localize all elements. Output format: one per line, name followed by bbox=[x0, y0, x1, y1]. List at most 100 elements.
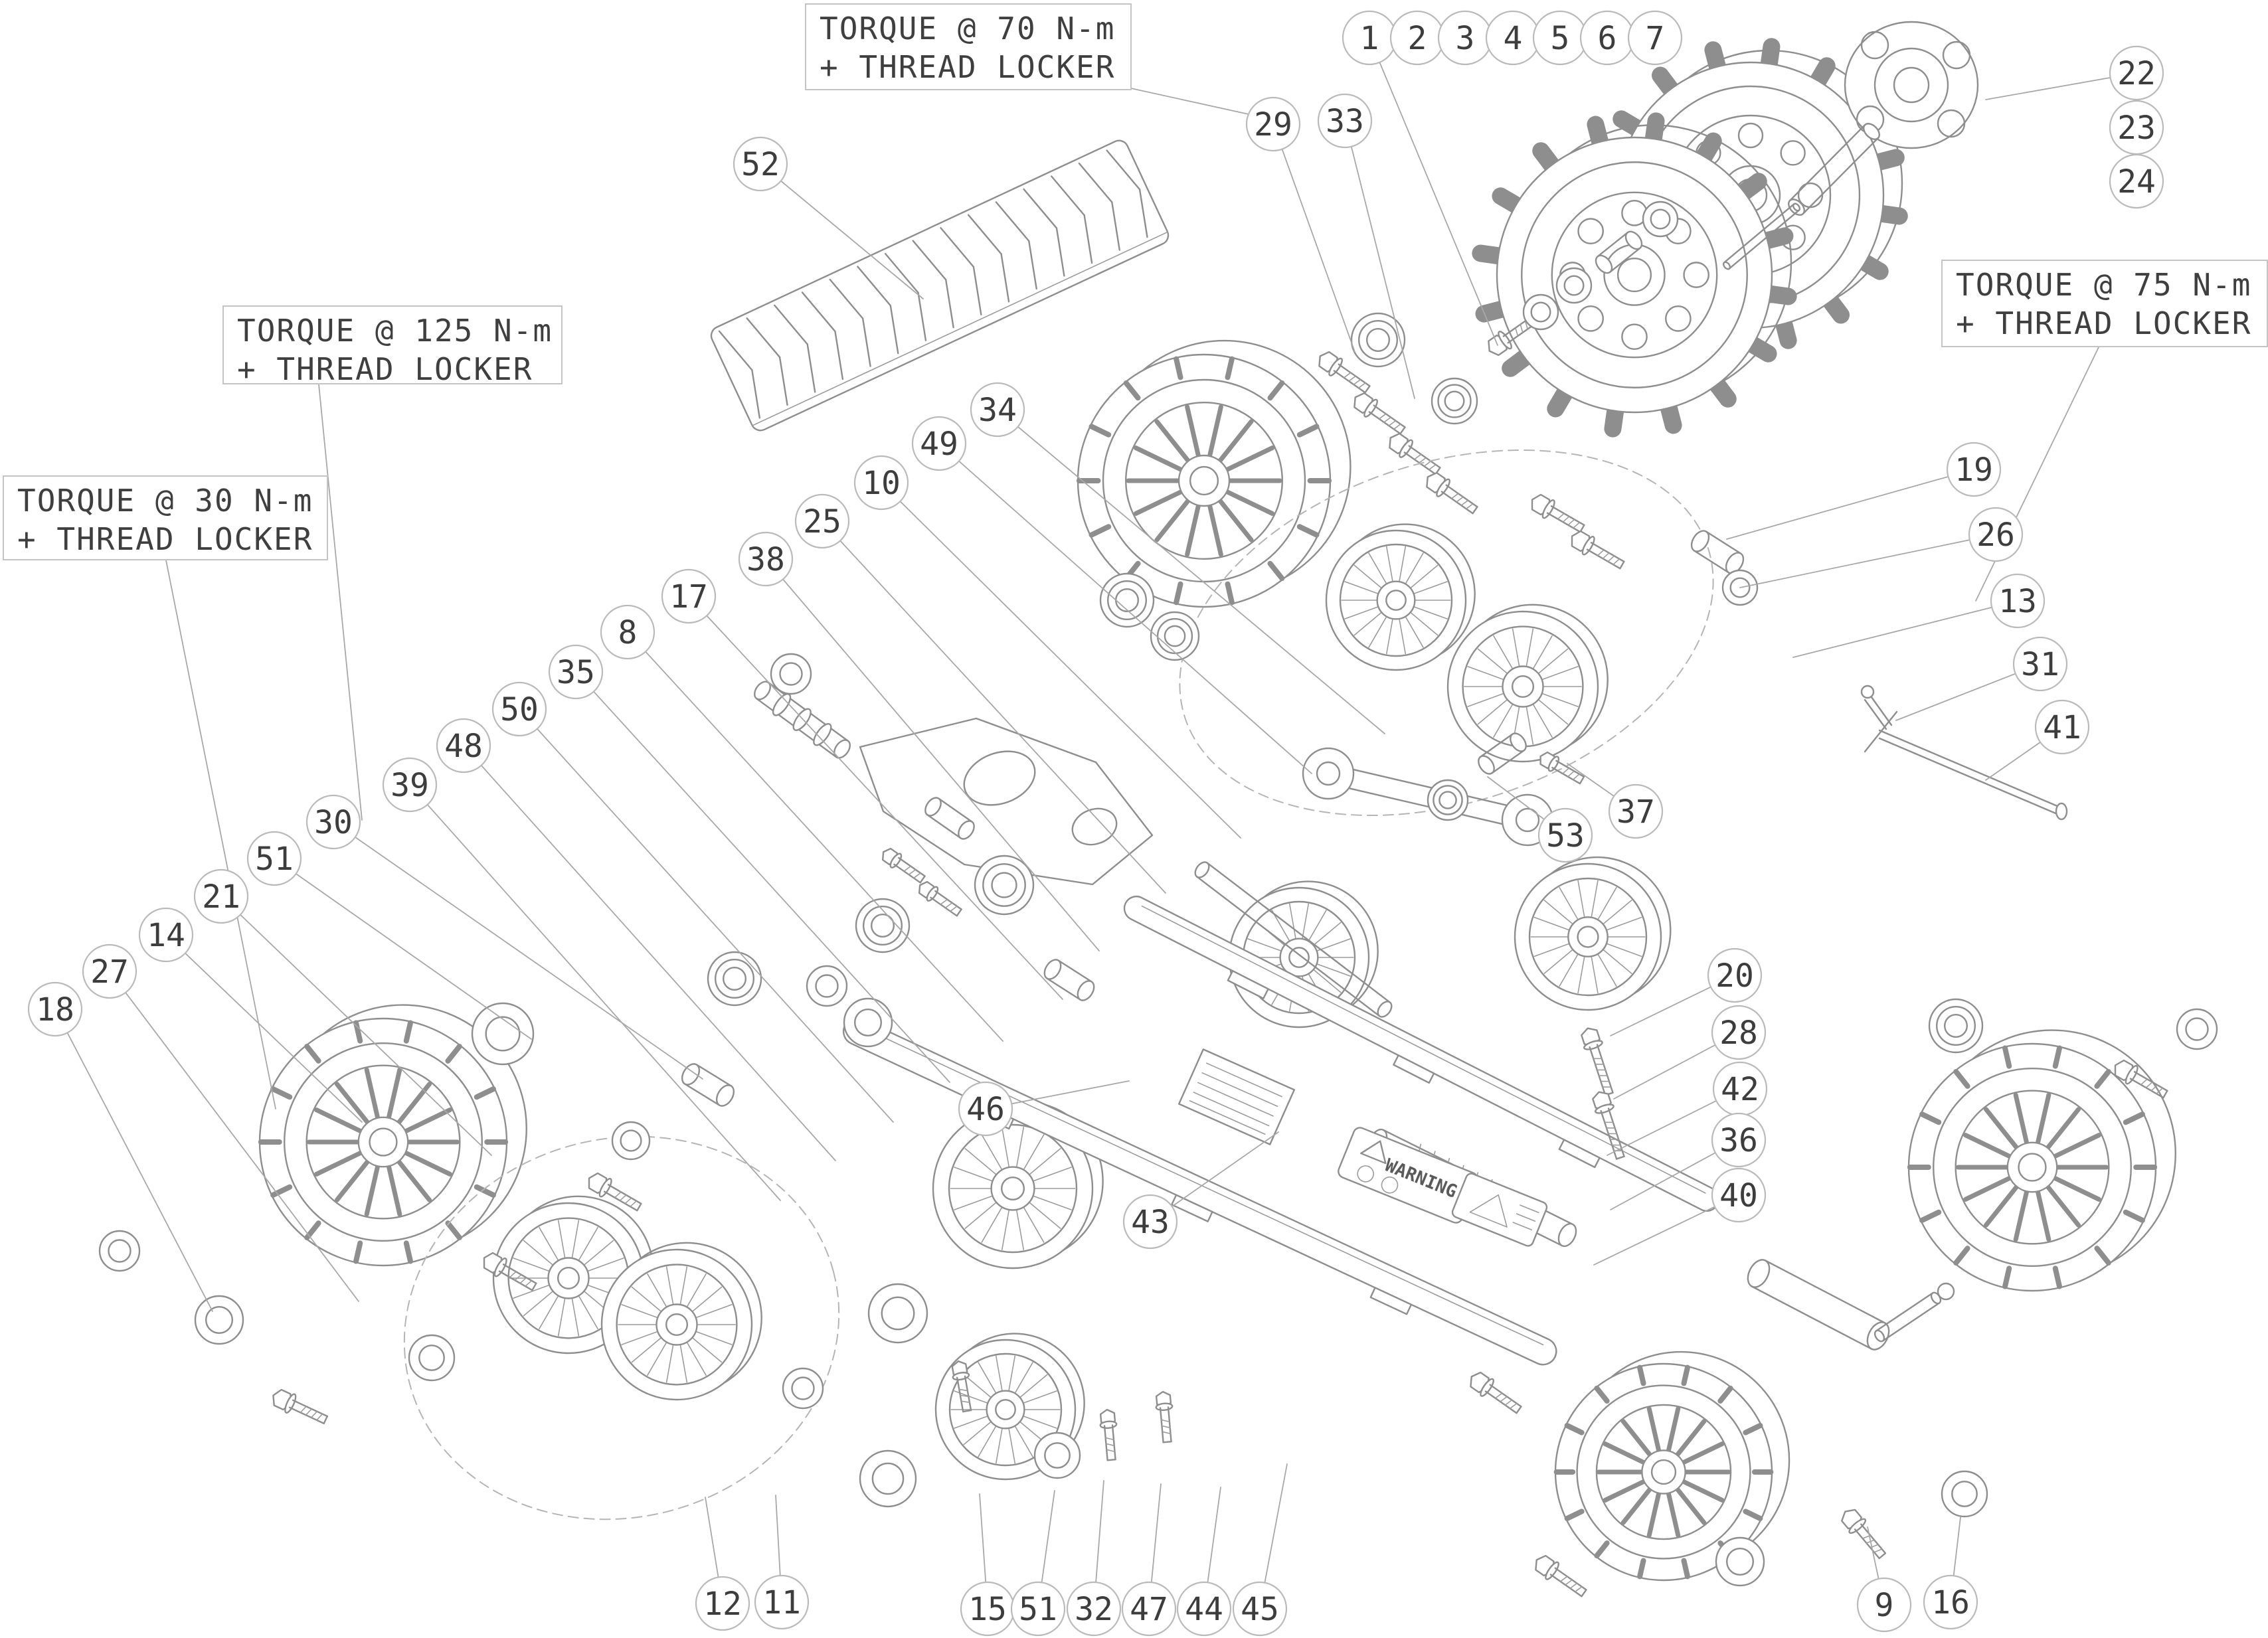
callout-33[interactable]: 33 bbox=[1317, 93, 1373, 149]
callout-15[interactable]: 15 bbox=[960, 1581, 1015, 1637]
callout-32[interactable]: 32 bbox=[1066, 1581, 1122, 1637]
callout-45[interactable]: 45 bbox=[1232, 1581, 1288, 1637]
callout-9[interactable]: 9 bbox=[1856, 1577, 1912, 1633]
callout-31[interactable]: 31 bbox=[2012, 636, 2068, 692]
callout-1[interactable]: 1 bbox=[1342, 10, 1397, 66]
callout-44-number: 44 bbox=[1185, 1591, 1223, 1628]
callout-7-number: 7 bbox=[1646, 20, 1665, 57]
bushing bbox=[1690, 530, 1745, 574]
callout-34[interactable]: 34 bbox=[970, 382, 1025, 438]
callout-14[interactable]: 14 bbox=[138, 907, 194, 963]
callout-50[interactable]: 50 bbox=[491, 681, 547, 737]
callout-19[interactable]: 19 bbox=[1946, 442, 2002, 497]
callout-36[interactable]: 36 bbox=[1711, 1112, 1767, 1168]
callout-5[interactable]: 5 bbox=[1532, 10, 1588, 66]
bushing bbox=[924, 797, 975, 840]
callout-19-number: 19 bbox=[1955, 451, 1993, 489]
callout-52[interactable]: 52 bbox=[733, 136, 788, 192]
callout-11-number: 11 bbox=[762, 1584, 801, 1621]
bolt bbox=[588, 1172, 642, 1212]
callout-40[interactable]: 40 bbox=[1711, 1167, 1767, 1223]
callout-3[interactable]: 3 bbox=[1437, 10, 1493, 66]
callout-38-number: 38 bbox=[746, 541, 785, 578]
road-wheel bbox=[258, 1004, 527, 1267]
callout-12[interactable]: 12 bbox=[695, 1576, 750, 1631]
callout-10-number: 10 bbox=[862, 465, 901, 502]
washer bbox=[1033, 1432, 1081, 1479]
callout-53[interactable]: 53 bbox=[1537, 807, 1593, 863]
callout-30[interactable]: 30 bbox=[305, 794, 361, 850]
group-outline-left bbox=[403, 1135, 840, 1520]
washer bbox=[194, 1295, 244, 1345]
bearing-ring bbox=[1150, 611, 1200, 661]
bolt bbox=[918, 880, 962, 917]
callout-13[interactable]: 13 bbox=[1990, 573, 2046, 629]
callout-2[interactable]: 2 bbox=[1389, 10, 1445, 66]
callout-21[interactable]: 21 bbox=[193, 868, 249, 924]
bogie-wheel bbox=[932, 1100, 1104, 1269]
callout-45-number: 45 bbox=[1241, 1591, 1279, 1628]
callout-10[interactable]: 10 bbox=[853, 455, 909, 511]
callout-36-number: 36 bbox=[1719, 1122, 1758, 1159]
callout-16-number: 16 bbox=[1931, 1584, 1970, 1621]
bolt bbox=[1531, 493, 1585, 533]
callout-48[interactable]: 48 bbox=[436, 718, 491, 774]
callout-26[interactable]: 26 bbox=[1968, 507, 2024, 562]
cotter-pin bbox=[1860, 685, 1893, 730]
callout-8[interactable]: 8 bbox=[600, 604, 655, 660]
callout-15-number: 15 bbox=[968, 1591, 1007, 1628]
callout-44[interactable]: 44 bbox=[1176, 1581, 1232, 1637]
torque-label-30-line1: TORQUE @ 30 N-m bbox=[17, 483, 313, 519]
bushing bbox=[681, 1063, 735, 1107]
callout-35[interactable]: 35 bbox=[548, 644, 604, 700]
washer bbox=[806, 965, 848, 1007]
bolt bbox=[2114, 1059, 2168, 1099]
callout-23[interactable]: 23 bbox=[2109, 100, 2164, 155]
callout-46-number: 46 bbox=[966, 1091, 1005, 1128]
callout-29[interactable]: 29 bbox=[1245, 96, 1301, 152]
washer bbox=[408, 1334, 456, 1382]
callout-51[interactable]: 51 bbox=[246, 831, 302, 886]
bolt bbox=[1426, 471, 1478, 515]
bearing-ring bbox=[707, 951, 762, 1007]
callout-39[interactable]: 39 bbox=[382, 757, 438, 813]
spacer bbox=[1595, 230, 1643, 274]
callout-4[interactable]: 4 bbox=[1485, 10, 1541, 66]
callout-17[interactable]: 17 bbox=[661, 568, 717, 624]
callout-38[interactable]: 38 bbox=[738, 531, 794, 587]
washer bbox=[782, 1367, 824, 1410]
callout-11[interactable]: 11 bbox=[754, 1574, 810, 1630]
bolt bbox=[1099, 1408, 1118, 1461]
callout-13-number: 13 bbox=[1998, 583, 2037, 620]
callout-22[interactable]: 22 bbox=[2109, 45, 2164, 101]
callout-20[interactable]: 20 bbox=[1707, 947, 1763, 1003]
callout-7[interactable]: 7 bbox=[1627, 10, 1683, 66]
callout-22-number: 22 bbox=[2117, 55, 2156, 92]
callout-51[interactable]: 51 bbox=[1010, 1581, 1066, 1637]
callout-18[interactable]: 18 bbox=[27, 981, 83, 1037]
callout-43[interactable]: 43 bbox=[1122, 1194, 1178, 1250]
callout-42[interactable]: 42 bbox=[1712, 1061, 1768, 1117]
callout-25[interactable]: 25 bbox=[794, 493, 850, 549]
callout-50-number: 50 bbox=[500, 691, 539, 728]
torque-label-30: TORQUE @ 30 N-m+ THREAD LOCKER bbox=[3, 475, 328, 560]
callout-6[interactable]: 6 bbox=[1579, 10, 1635, 66]
callout-16[interactable]: 16 bbox=[1923, 1574, 1978, 1630]
callout-46[interactable]: 46 bbox=[958, 1081, 1013, 1137]
callout-28[interactable]: 28 bbox=[1711, 1005, 1767, 1060]
bogie-wheel bbox=[600, 1242, 762, 1401]
callout-49[interactable]: 49 bbox=[911, 416, 967, 471]
callout-41[interactable]: 41 bbox=[2034, 699, 2090, 755]
callout-27[interactable]: 27 bbox=[82, 943, 137, 999]
bolt bbox=[1535, 1554, 1587, 1597]
bolt bbox=[1353, 392, 1406, 435]
rear-axle bbox=[1747, 1259, 1955, 1351]
bogie-wheel bbox=[1514, 856, 1672, 1011]
callout-24[interactable]: 24 bbox=[2109, 153, 2164, 209]
washer bbox=[843, 997, 893, 1048]
callout-37[interactable]: 37 bbox=[1608, 783, 1664, 839]
callout-47[interactable]: 47 bbox=[1121, 1581, 1177, 1637]
callout-2-number: 2 bbox=[1408, 20, 1427, 57]
group-outline-right bbox=[1179, 449, 1714, 817]
